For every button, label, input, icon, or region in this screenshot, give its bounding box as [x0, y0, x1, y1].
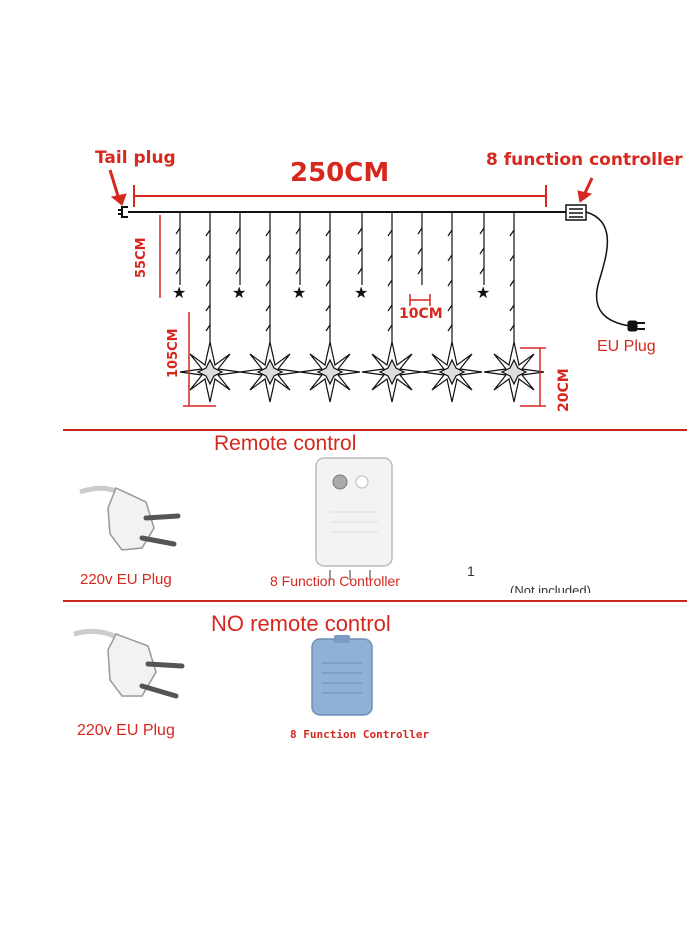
stray-mark: 1: [467, 563, 475, 579]
controller-caption-2: 8 Function Controller: [290, 728, 430, 741]
svg-text:★: ★: [172, 285, 186, 302]
remote-caption: (Not included): [510, 583, 591, 593]
divider-middle: [63, 600, 687, 602]
svg-text:★: ★: [354, 285, 368, 302]
divider-top: [63, 429, 687, 431]
svg-text:★: ★: [232, 285, 246, 302]
svg-text:★: ★: [476, 285, 490, 302]
tail-plug-icon: [118, 206, 128, 218]
blue-controller-photo: [311, 635, 373, 716]
eu-plug-icon: [627, 320, 645, 332]
tail-plug-arrow: [108, 169, 127, 206]
large-star-icons: [179, 341, 545, 403]
tail-plug-label: Tail plug: [95, 148, 176, 168]
long-drops: [205, 212, 515, 345]
width-dimension: [133, 185, 547, 207]
width-label: 250CM: [290, 158, 390, 188]
plug-caption-2: 220v EU Plug: [77, 722, 175, 739]
eu-plug-label: EU Plug: [597, 338, 656, 355]
white-controller-photo: [315, 457, 393, 580]
star-size-label: 20CM: [556, 368, 572, 412]
drop-short-label: 55CM: [134, 237, 149, 278]
eu-plug-photo-1: [79, 485, 181, 551]
eu-plug-photo-2: [73, 628, 185, 699]
spacing-label: 10CM: [399, 306, 443, 322]
controller-box-icon: [565, 204, 587, 221]
power-cable: [585, 211, 631, 327]
remote-heading: Remote control: [214, 432, 357, 455]
plug-caption-1: 220v EU Plug: [80, 571, 172, 588]
short-drops: [175, 212, 485, 285]
no-remote-heading: NO remote control: [211, 611, 391, 636]
svg-text:★: ★: [292, 285, 306, 302]
controller-caption-1: 8 Function Controller: [270, 573, 400, 589]
curtain-light-diagram: ★ ★ ★ ★ ★: [108, 169, 645, 407]
dimension-lines: [159, 215, 546, 407]
controller-arrow: [577, 177, 594, 203]
drop-long-label: 105CM: [166, 328, 181, 378]
small-star-icons: ★ ★ ★ ★ ★: [172, 285, 490, 302]
controller-label: 8 function controller: [486, 150, 683, 170]
